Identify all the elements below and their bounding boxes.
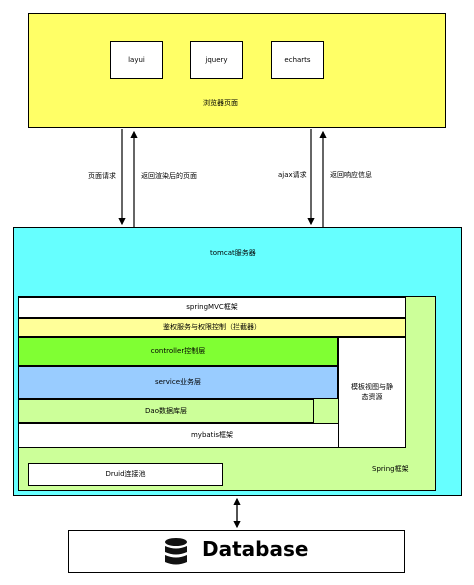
library-box-echarts: echarts [271,41,324,79]
auth-label: 鉴权服务与权限控制（拦截器） [163,323,261,331]
controller-label: controller控制层 [150,347,206,355]
templates-static-label: 模板视图与静态资源 [351,383,393,401]
service-label: service业务层 [154,378,202,386]
database-icon [165,538,187,565]
tomcat-label: tomcat服务器 [210,249,256,257]
rendered-page-label: 返回渲染后的页面 [141,172,197,180]
auth-layer: 鉴权服务与权限控制（拦截器） [18,318,406,337]
response-info-label: 返回响应信息 [330,171,372,179]
druid-pool-box: Druid连接池 [28,463,223,486]
page-request-label: 页面请求 [88,172,116,180]
spring-label: Spring框架 [372,465,409,473]
springmvc-label: springMVC框架 [186,303,238,311]
dao-layer: Dao数据库层 [18,399,314,423]
dao-label: Dao数据库层 [145,406,187,415]
service-layer: service业务层 [18,366,338,399]
library-box-layui: layui [110,41,163,79]
browser-label: 浏览器页面 [203,99,238,107]
library-label: layui [128,55,145,64]
mybatis-label: mybatis框架 [190,431,234,439]
springmvc-layer: springMVC框架 [18,297,406,318]
controller-layer: controller控制层 [18,337,338,366]
druid-label: Druid连接池 [105,470,146,478]
database-label: Database [202,537,309,561]
library-label: echarts [284,55,311,64]
database-box: Database [68,530,405,573]
ajax-request-label: ajax请求 [278,171,307,179]
library-label: jquery [205,55,228,64]
templates-static-box: 模板视图与静态资源 [338,337,406,448]
library-box-jquery: jquery [190,41,243,79]
browser-page-box: layui jquery echarts 浏览器页面 [28,13,446,128]
